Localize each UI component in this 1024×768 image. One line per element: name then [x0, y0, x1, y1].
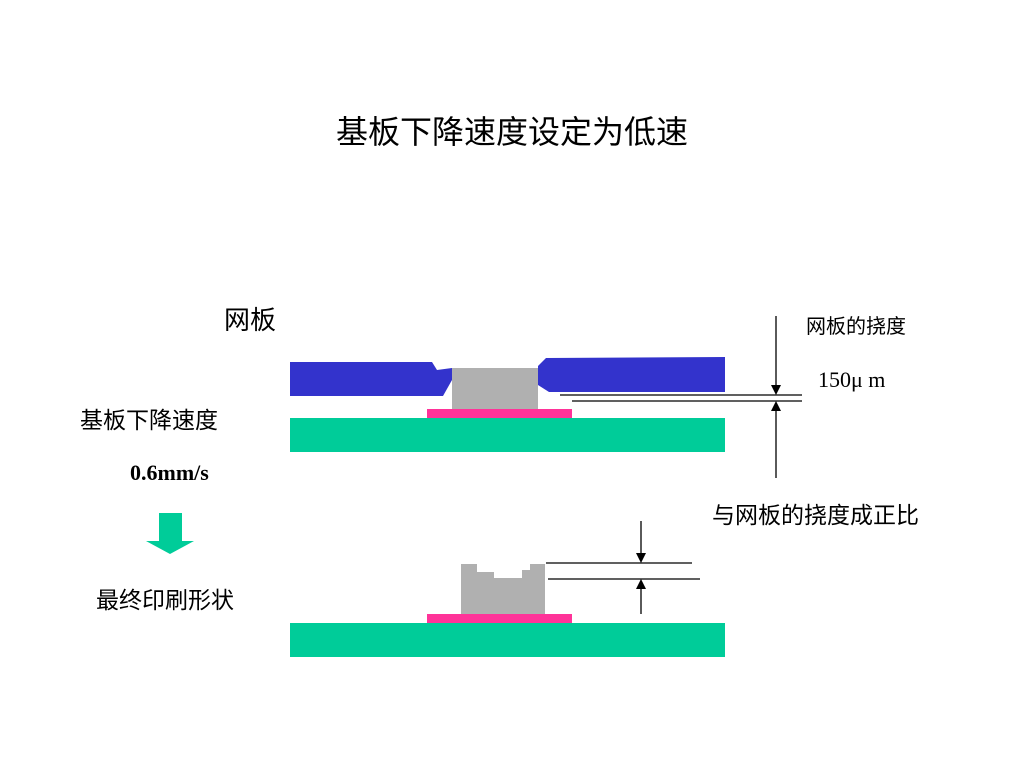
bottom-assembly	[290, 564, 725, 657]
stencil-left	[290, 362, 452, 396]
top-substrate	[290, 418, 725, 452]
process-down-arrow	[146, 513, 194, 554]
final-solder-paste	[461, 564, 545, 614]
top-solder-paste	[452, 368, 538, 409]
final-shape-label: 最终印刷形状	[96, 588, 234, 614]
final-height-dimension	[546, 521, 700, 614]
proportional-label: 与网板的挠度成正比	[712, 503, 919, 529]
stencil-right	[538, 357, 725, 392]
deflection-arrowhead-down	[771, 385, 781, 395]
top-pad	[427, 409, 572, 418]
final-arrowhead-down	[636, 553, 646, 563]
deflection-label: 网板的挠度	[806, 314, 906, 338]
final-arrowhead-up	[636, 579, 646, 589]
deflection-arrowhead-up	[771, 401, 781, 411]
substrate-speed-label: 基板下降速度	[80, 408, 218, 434]
slide-title: 基板下降速度设定为低速	[335, 113, 688, 151]
bottom-substrate	[290, 623, 725, 657]
top-assembly	[290, 357, 725, 452]
deflection-dimension	[560, 316, 802, 478]
substrate-speed-value: 0.6mm/s	[130, 460, 209, 485]
stencil-label: 网板	[224, 306, 277, 336]
deflection-value: 150μ m	[818, 367, 886, 392]
bottom-pad	[427, 614, 572, 623]
